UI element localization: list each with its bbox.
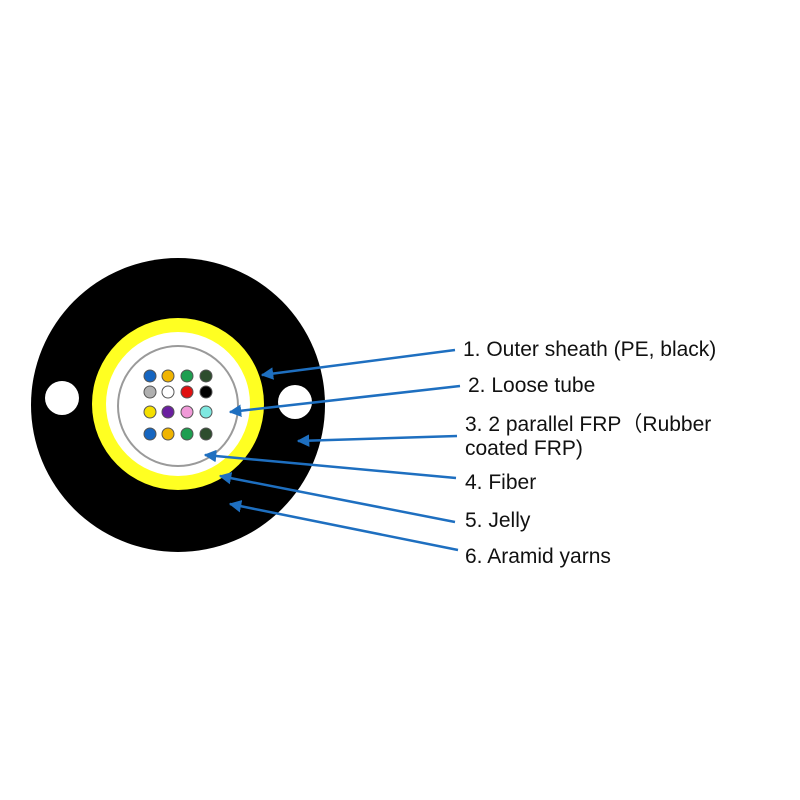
arrow-jelly: [218, 472, 456, 524]
callout-arrows: [203, 348, 461, 552]
fiber-3: [180, 369, 194, 383]
arrow-loose-tube: [228, 384, 461, 417]
fiber-14: [161, 427, 175, 441]
cable-cross-section: [31, 258, 325, 552]
fiber-5: [143, 385, 157, 399]
label-outer-sheath: 1. Outer sheath (PE, black): [463, 338, 716, 361]
fiber-11: [180, 405, 194, 419]
fiber-6: [161, 385, 175, 399]
label-loose-tube: 2. Loose tube: [468, 374, 595, 397]
frp-hole-right: [278, 385, 312, 419]
label-jelly: 5. Jelly: [465, 509, 531, 532]
loose-tube: [117, 345, 239, 467]
fiber-13: [143, 427, 157, 441]
fiber-2: [161, 369, 175, 383]
fiber-10: [161, 405, 175, 419]
fiber-15: [180, 427, 194, 441]
frp-hole-left: [45, 381, 79, 415]
label-fiber: 4. Fiber: [465, 471, 536, 494]
fiber-9: [143, 405, 157, 419]
fiber-4: [199, 369, 213, 383]
label-frp: 3. 2 parallel FRP（Rubber coated FRP): [465, 413, 717, 460]
callout-labels: 1. Outer sheath (PE, black) 2. Loose tub…: [463, 338, 717, 568]
arrow-aramid: [228, 500, 459, 552]
fiber-bundle: [143, 369, 213, 441]
fiber-1: [143, 369, 157, 383]
fiber-12: [199, 405, 213, 419]
fiber-7: [180, 385, 194, 399]
label-aramid: 6. Aramid yarns: [465, 545, 611, 568]
fiber-8: [199, 385, 213, 399]
arrow-frp: [296, 434, 458, 447]
arrow-fiber: [203, 449, 457, 480]
arrow-outer-sheath: [260, 348, 456, 380]
fiber-16: [199, 427, 213, 441]
